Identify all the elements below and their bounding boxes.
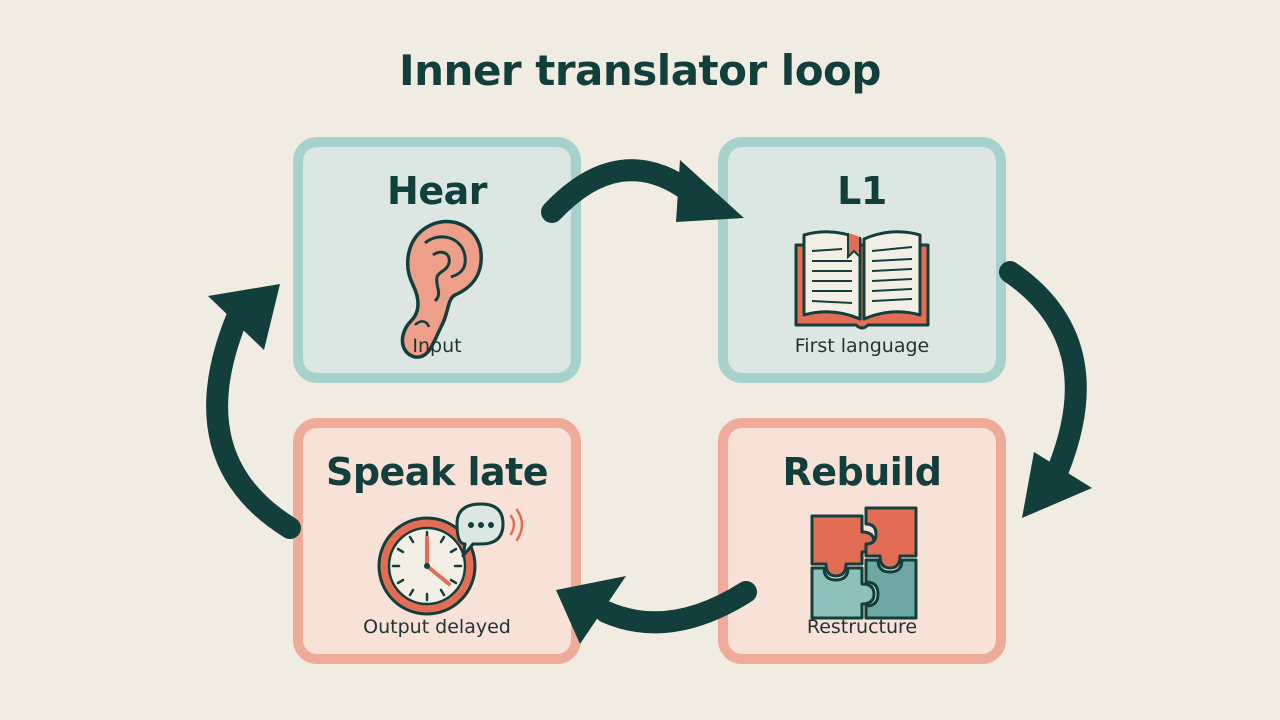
arrow-hear-to-l1 — [541, 159, 701, 223]
step-title: Rebuild — [782, 450, 942, 494]
arrowhead-hear-to-l1 — [676, 160, 744, 222]
arrowhead-speak-to-hear — [208, 284, 280, 350]
clock-speech-icon — [377, 502, 524, 616]
arrow-rebuild-to-speak — [595, 581, 757, 634]
step-title: L1 — [837, 169, 887, 213]
step-subtitle: Input — [412, 335, 462, 357]
step-title: Hear — [387, 169, 487, 213]
arrowhead-l1-to-rebuild — [1022, 452, 1092, 518]
puzzle-icon — [810, 506, 918, 620]
step-card-l1: L1 First language — [718, 137, 1006, 383]
step-title: Speak late — [325, 450, 549, 494]
ear-icon — [400, 219, 483, 359]
book-icon — [794, 230, 930, 330]
step-subtitle: First language — [794, 335, 930, 357]
step-card-hear: Hear Input — [293, 137, 581, 383]
step-subtitle: Output delayed — [363, 616, 511, 638]
arrowhead-rebuild-to-speak — [556, 576, 626, 644]
arrow-l1-to-rebuild — [999, 261, 1087, 481]
diagram-title: Inner translator loop — [399, 46, 881, 95]
step-subtitle: Restructure — [806, 616, 918, 638]
arrow-speak-to-hear — [206, 309, 301, 539]
step-card-speak-late: Speak late Output delayed — [293, 418, 581, 664]
step-card-rebuild: Rebuild Restructure — [718, 418, 1006, 664]
